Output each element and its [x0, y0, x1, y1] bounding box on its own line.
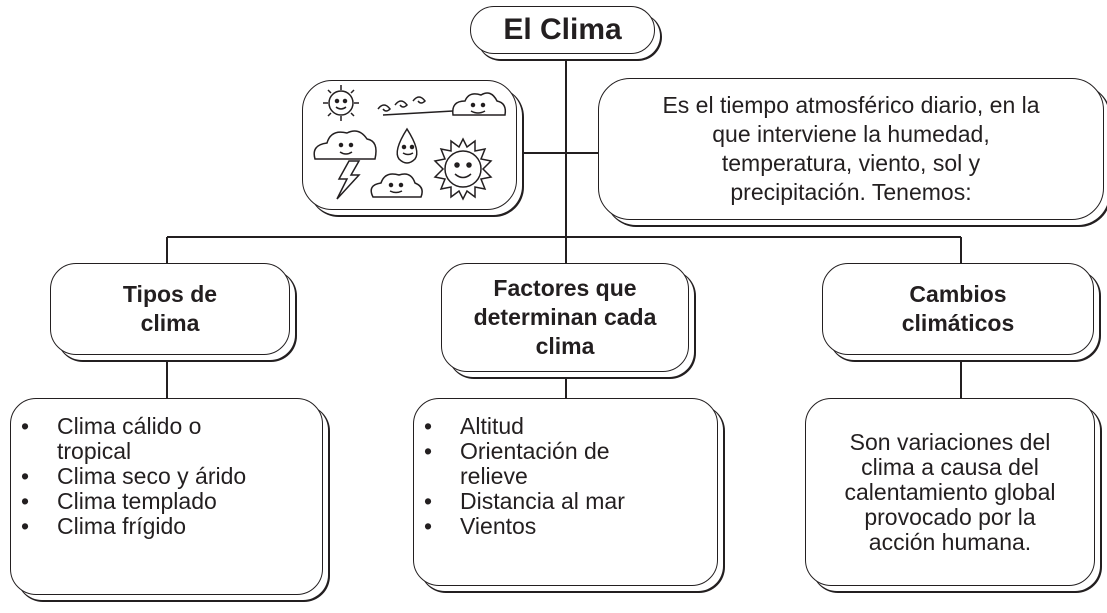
- branch-list-box-tipos: Clima cálido o tropical Clima seco y ári…: [10, 398, 323, 595]
- list-item: Clima cálido o tropical: [11, 414, 277, 464]
- cambios-text: Son variaciones del clima a causa del ca…: [844, 428, 1056, 555]
- weather-cartoons-icon: [313, 85, 507, 201]
- branch-heading-box-cambios: Cambios climáticos: [822, 263, 1094, 355]
- branch-heading-box-tipos: Tipos de clima: [50, 263, 290, 355]
- factores-list: Altitud Orientación de relieve Distancia…: [414, 414, 717, 540]
- definition-text: Es el tiempo atmosférico diario, en la q…: [662, 92, 1040, 205]
- list-item: Distancia al mar: [414, 489, 717, 515]
- branch-text-box-cambios: Son variaciones del clima a causa del ca…: [805, 398, 1095, 586]
- list-item: Orientación de relieve: [414, 439, 660, 489]
- title-box: El Clima: [470, 6, 655, 54]
- list-item: Altitud: [414, 414, 717, 440]
- branch-list-box-factores: Altitud Orientación de relieve Distancia…: [413, 398, 718, 586]
- illustration-box: [302, 80, 517, 210]
- list-item: Vientos: [414, 514, 717, 540]
- definition-box: Es el tiempo atmosférico diario, en la q…: [598, 78, 1104, 220]
- branch-heading-cambios: Cambios climáticos: [901, 281, 1015, 336]
- branch-heading-factores: Factores que determinan cada clima: [473, 275, 657, 359]
- page-title: El Clima: [503, 13, 622, 46]
- list-item: Clima frígido: [11, 514, 322, 540]
- branch-heading-tipos: Tipos de clima: [122, 281, 218, 336]
- list-item: Clima seco y árido: [11, 464, 277, 490]
- branch-heading-box-factores: Factores que determinan cada clima: [441, 263, 689, 372]
- list-item: Clima templado: [11, 489, 322, 515]
- tipos-list: Clima cálido o tropical Clima seco y ári…: [11, 414, 322, 540]
